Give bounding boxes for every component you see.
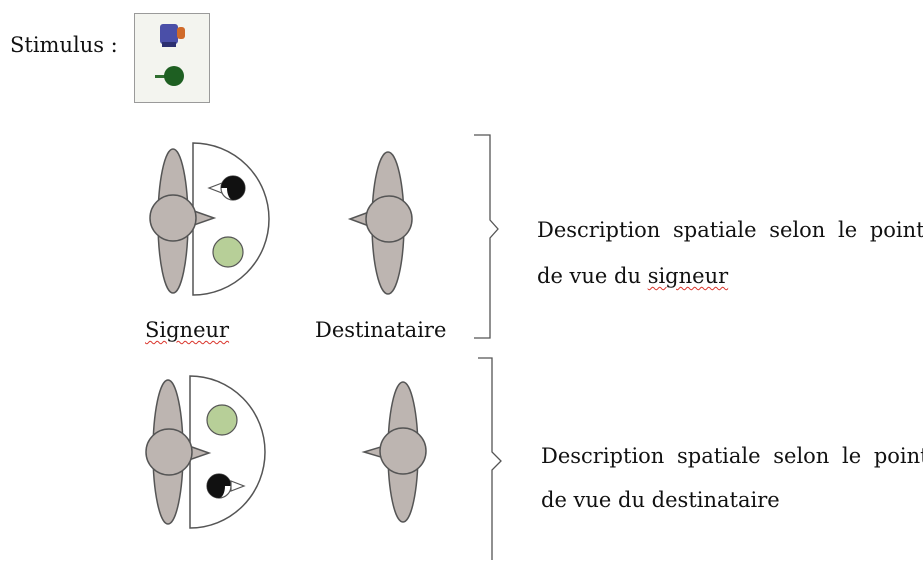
addressee-head bbox=[365, 195, 413, 243]
stimulus-tree-figurine bbox=[164, 66, 184, 86]
signer-figure-top bbox=[149, 142, 270, 296]
addressee-label: Destinataire bbox=[315, 318, 447, 342]
signing-space-half-circle bbox=[192, 142, 270, 296]
stimulus-label: Stimulus : bbox=[10, 33, 118, 57]
signer-figure-bottom bbox=[145, 375, 266, 529]
signer-head bbox=[145, 428, 193, 476]
description-signer-word: signeur bbox=[647, 264, 729, 288]
description-signer-line2: de vue du signeur bbox=[537, 264, 728, 288]
addressee-figure-bottom bbox=[361, 381, 427, 523]
description-signer-prefix: de vue du bbox=[537, 264, 648, 288]
addressee-figure-top bbox=[347, 151, 413, 295]
stimulus-person-hair bbox=[177, 27, 185, 39]
person-token-icon bbox=[207, 175, 246, 201]
stimulus-image bbox=[134, 13, 210, 103]
stimulus-figurines bbox=[155, 24, 185, 86]
description-addressee-line1: Description spatiale selon le point bbox=[541, 444, 923, 468]
stimulus-person-figurine bbox=[160, 24, 178, 44]
signer-head bbox=[149, 194, 197, 242]
person-token-icon bbox=[206, 473, 246, 499]
description-signer-line1: Description spatiale selon le point bbox=[537, 218, 923, 242]
description-addressee-line2: de vue du destinataire bbox=[541, 488, 780, 512]
signer-label: Signeur bbox=[145, 318, 230, 342]
addressee-head bbox=[379, 427, 427, 475]
tree-token-circle bbox=[206, 404, 238, 436]
right-brace-top bbox=[474, 134, 499, 339]
tree-token-circle bbox=[212, 236, 244, 268]
right-brace-bottom bbox=[478, 357, 502, 560]
